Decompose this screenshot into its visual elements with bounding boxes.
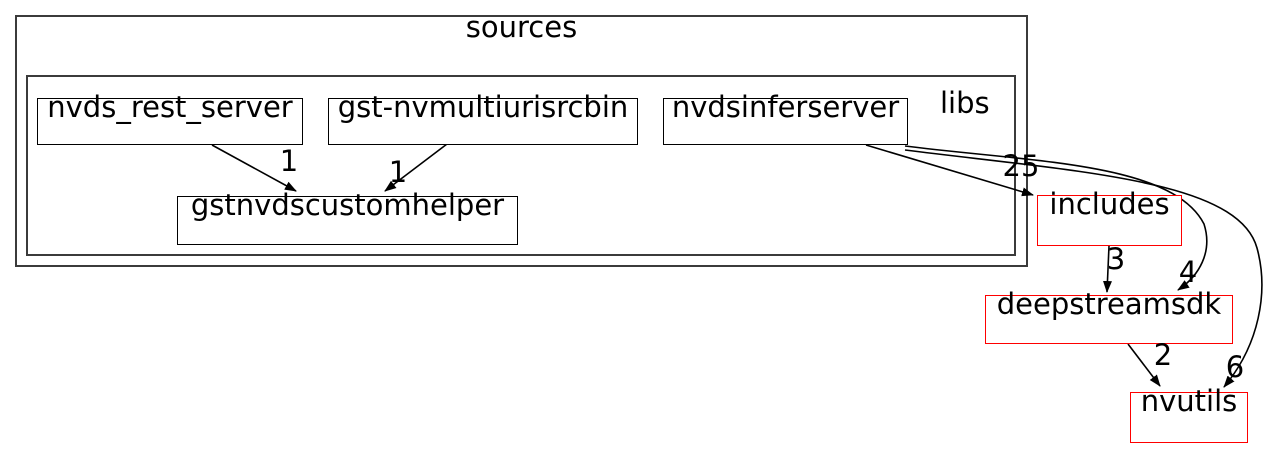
edge-includes-to-deepstreamsdk <box>1102 245 1112 293</box>
edge-count-nvdsinferserver-to-deepstreamsdk: 4 <box>1178 255 1198 289</box>
node-includes-label: includes <box>1049 187 1170 221</box>
cluster-sources <box>15 15 1028 267</box>
edge-count-nvdsinferserver-to-includes: 25 <box>1002 149 1040 183</box>
node-includes[interactable]: includes <box>1037 187 1182 246</box>
cluster-sources-label: sources <box>465 10 578 44</box>
node-deepstreamsdk-label: deepstreamsdk <box>996 287 1222 321</box>
node-nvds-rest-server[interactable]: nvds_rest_server <box>37 90 303 145</box>
edge-count-includes-to-deepstreamsdk: 3 <box>1106 242 1126 276</box>
edge-nvdsinferserver-to-includes <box>865 144 1034 197</box>
node-deepstreamsdk[interactable]: deepstreamsdk <box>985 287 1233 344</box>
edge-gst-nvmultiurisrcbin-to-gstnvdscustomhelper <box>384 143 448 192</box>
node-nvutils-label: nvutils <box>1140 384 1238 418</box>
edge-nvds-rest-server-to-gstnvdscustomhelper <box>211 144 297 192</box>
node-nvdsinferserver[interactable]: nvdsinferserver <box>663 90 908 145</box>
edge-count-gst-nvmultiurisrcbin-to-helper: 1 <box>388 155 408 189</box>
node-nvutils[interactable]: nvutils <box>1130 384 1248 443</box>
edge-nvdsinferserver-to-nvutils <box>904 149 1263 388</box>
node-nvds-rest-server-label: nvds_rest_server <box>47 90 293 124</box>
edge-count-nvdsinferserver-to-nvutils: 6 <box>1225 350 1245 384</box>
node-gst-nvmultiurisrcbin-label: gst-nvmultiurisrcbin <box>337 90 629 124</box>
edge-deepstreamsdk-to-nvutils <box>1127 343 1161 387</box>
cluster-libs-label: libs <box>940 86 990 120</box>
edge-count-nvds-rest-server-to-helper: 1 <box>279 144 299 178</box>
node-nvdsinferserver-label: nvdsinferserver <box>671 90 900 124</box>
node-gstnvdscustomhelper[interactable]: gstnvdscustomhelper <box>177 188 518 245</box>
node-gst-nvmultiurisrcbin[interactable]: gst-nvmultiurisrcbin <box>328 90 638 145</box>
node-gstnvdscustomhelper-label: gstnvdscustomhelper <box>190 188 505 222</box>
edge-count-deepstreamsdk-to-nvutils: 2 <box>1153 338 1173 372</box>
cluster-libs <box>26 75 1016 256</box>
